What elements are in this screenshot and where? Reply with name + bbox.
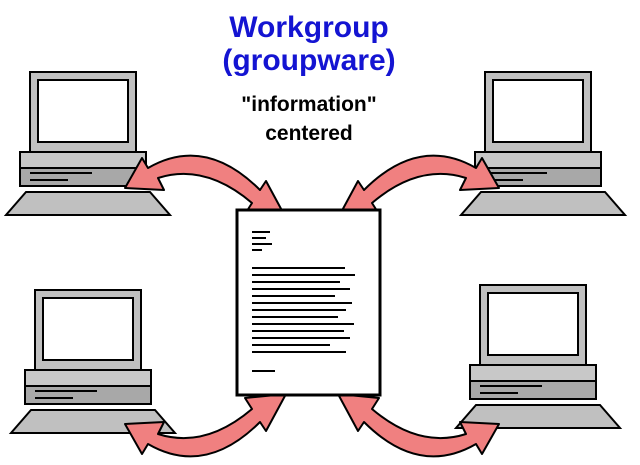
computer-bottom-right-icon (455, 284, 621, 429)
diagram-title-line2: (groupware) (222, 44, 395, 77)
computer-top-left-icon (5, 71, 171, 216)
double-arrow-top-right (337, 154, 500, 219)
diagram-subtitle-line2: centered (265, 122, 353, 145)
computer-top-right-icon (460, 71, 626, 216)
double-arrow-bottom-right (337, 393, 500, 458)
diagram-title-line1: Workgroup (229, 11, 388, 44)
shared-document-icon (235, 208, 382, 397)
computer-bottom-left-icon (10, 289, 176, 434)
double-arrow-bottom-left (124, 393, 287, 458)
double-arrow-top-left (124, 154, 287, 219)
diagram-subtitle-line1: "information" (241, 93, 376, 116)
